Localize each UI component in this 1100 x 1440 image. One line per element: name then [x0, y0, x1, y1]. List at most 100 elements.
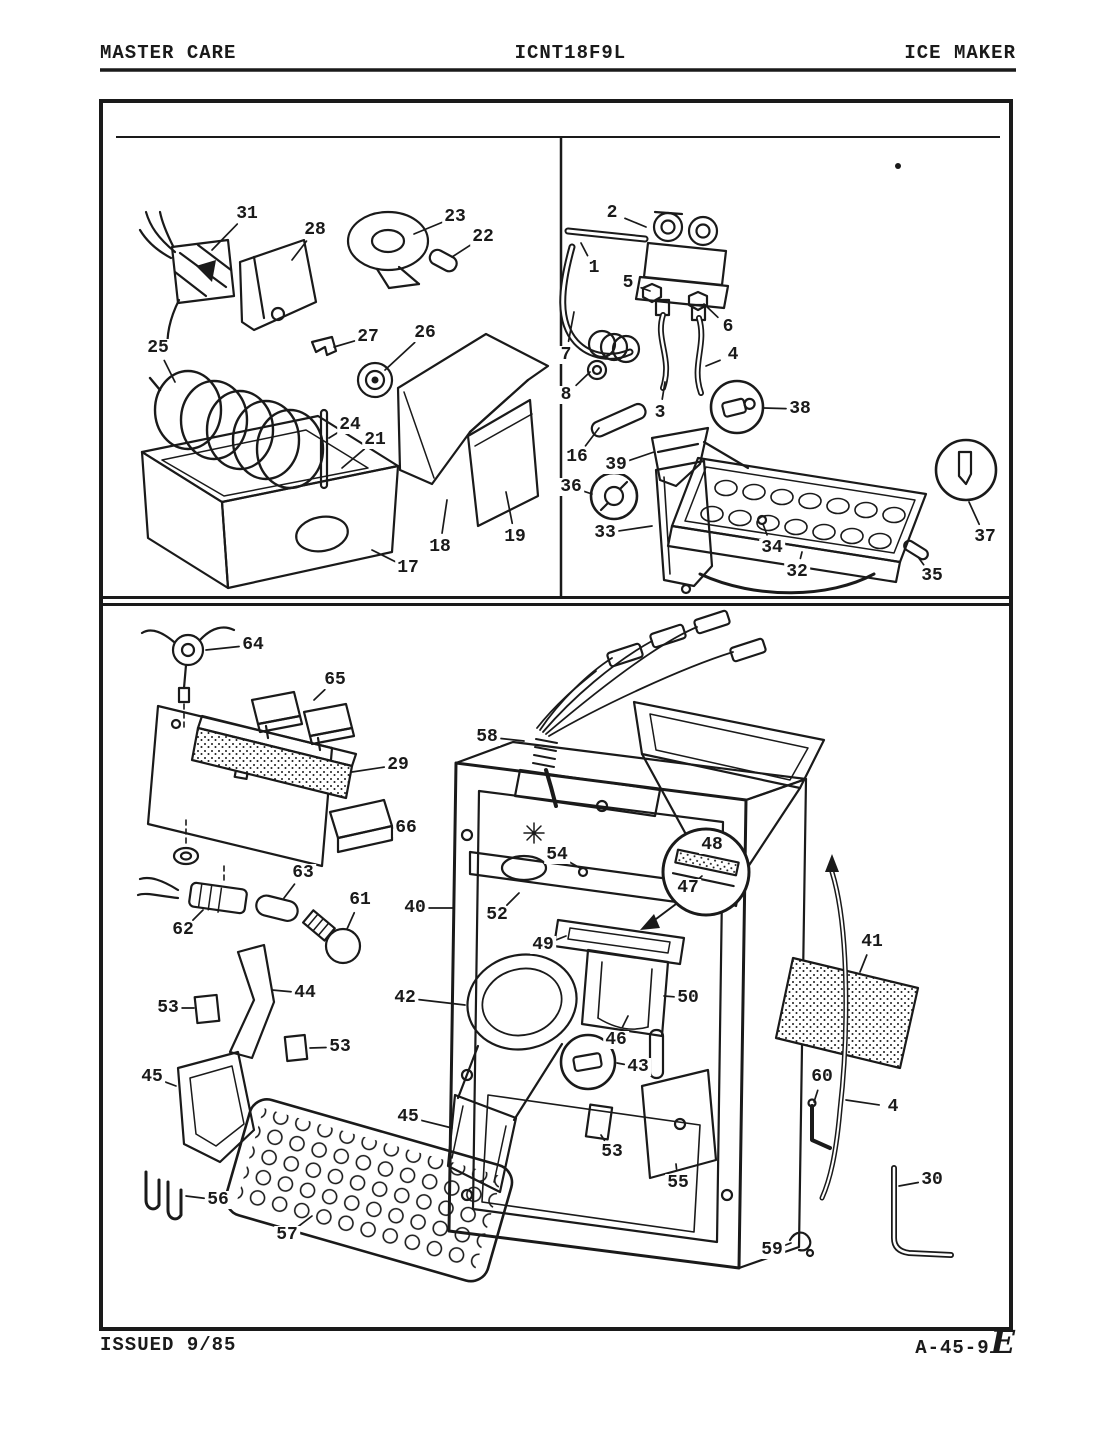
part-label-4: 4: [725, 345, 741, 365]
part-label-64: 64: [240, 635, 266, 655]
part-22-pin: [428, 248, 458, 273]
part-label-56: 56: [205, 1190, 231, 1210]
part-63-capacitor: [255, 894, 299, 923]
part-label-63: 63: [290, 863, 316, 883]
part-label-36: 36: [558, 477, 584, 497]
header-model-number: ICNT18F9L: [514, 42, 627, 64]
part-label-44: 44: [292, 983, 318, 1003]
part-label-58: 58: [474, 727, 500, 747]
part-1-inlet-tube: [564, 227, 649, 243]
page-header: MASTER CARE ICNT18F9L ICE MAKER: [100, 42, 1016, 64]
part-label-60: 60: [809, 1067, 835, 1087]
part-label-24: 24: [337, 415, 363, 435]
part-label-49: 49: [530, 935, 556, 955]
part-4-tube: [694, 315, 705, 396]
part-23-coupling: [346, 210, 430, 290]
part-label-53: 53: [327, 1037, 353, 1057]
part-label-39: 39: [603, 455, 629, 475]
part-28-cover: [238, 238, 318, 332]
part-label-22: 22: [470, 227, 496, 247]
part-16-roller: [590, 402, 647, 438]
detail-43: [559, 1033, 617, 1091]
part-label-48: 48: [699, 835, 725, 855]
part-label-50: 50: [675, 988, 701, 1008]
part-label-53: 53: [599, 1142, 625, 1162]
part-label-57: 57: [274, 1225, 300, 1245]
part-label-16: 16: [564, 447, 590, 467]
part-label-8: 8: [558, 385, 574, 405]
part-label-25: 25: [145, 338, 171, 358]
part-label-37: 37: [972, 527, 998, 547]
part-17-support-box: [140, 414, 400, 590]
part-4-hose: [819, 854, 849, 1201]
detail-37-key: [934, 438, 998, 502]
header-brand: MASTER CARE: [100, 42, 237, 64]
part-label-35: 35: [919, 566, 945, 586]
part-53-pad-b: [283, 1033, 309, 1063]
header-section-title: ICE MAKER: [904, 42, 1016, 64]
part-label-28: 28: [302, 220, 328, 240]
part-label-29: 29: [385, 755, 411, 775]
part-label-66: 66: [393, 818, 419, 838]
part-42-chute: [456, 953, 578, 1122]
part-25-spring: [148, 369, 325, 490]
part-label-45: 45: [395, 1107, 421, 1127]
part-56-clips: [144, 1170, 183, 1221]
part-label-55: 55: [665, 1173, 691, 1193]
part-44-arm: [228, 943, 276, 1060]
part-label-7: 7: [558, 345, 574, 365]
part-label-34: 34: [759, 538, 785, 558]
part-label-46: 46: [603, 1030, 629, 1050]
part-29-heater: [190, 714, 358, 800]
grommet-group: [172, 819, 225, 885]
part-53-pad-c: [584, 1103, 614, 1141]
part-58-harness: [523, 609, 767, 844]
part-label-43: 43: [625, 1057, 651, 1077]
part-55-door: [640, 1068, 718, 1180]
slot-piece: [648, 1028, 665, 1080]
part-34-screw: [756, 514, 768, 526]
part-label-18: 18: [427, 537, 453, 557]
part-label-40: 40: [402, 898, 428, 918]
part-label-3: 3: [652, 403, 668, 423]
part-label-1: 1: [586, 258, 602, 278]
part-30-tube: [891, 1165, 954, 1258]
part-label-31: 31: [234, 204, 260, 224]
detail-38-bearing: [709, 379, 765, 435]
part-label-5: 5: [620, 273, 636, 293]
part-label-62: 62: [170, 920, 196, 940]
part-label-23: 23: [442, 207, 468, 227]
part-label-65: 65: [322, 670, 348, 690]
frame-rules: [99, 68, 1016, 1331]
footer-issue-date: ISSUED 9/85: [100, 1334, 237, 1356]
part-label-54: 54: [544, 845, 570, 865]
part-label-32: 32: [784, 562, 810, 582]
part-27-clip: [310, 335, 338, 357]
part-6-fitting: [687, 290, 709, 312]
part-7-tube: [559, 243, 641, 364]
part-31-solenoid: [138, 210, 236, 354]
part-66-bracket: [328, 798, 394, 854]
part-label-41: 41: [859, 932, 885, 952]
part-label-38: 38: [787, 399, 813, 419]
label-leader-lines: [163, 217, 981, 1247]
part-57-grille: [224, 1098, 514, 1283]
part-62-motor: [136, 876, 248, 915]
panel-bottom-art: [136, 609, 954, 1283]
part-label-59: 59: [759, 1240, 785, 1260]
part-19-duct: [466, 398, 540, 528]
part-label-4: 4: [885, 1097, 901, 1117]
part-45-lower-chute: [446, 1093, 518, 1194]
part-label-53: 53: [155, 998, 181, 1018]
part-64-thermostat: [140, 626, 236, 729]
part-label-52: 52: [484, 905, 510, 925]
part-label-27: 27: [355, 327, 381, 347]
page-footer: ISSUED 9/85 A-45-9E: [100, 1326, 1016, 1359]
icemaker-head: [513, 768, 662, 818]
part-label-30: 30: [919, 1170, 945, 1190]
part-61-bulb: [301, 909, 362, 965]
panel-top-left-art: [138, 210, 550, 590]
